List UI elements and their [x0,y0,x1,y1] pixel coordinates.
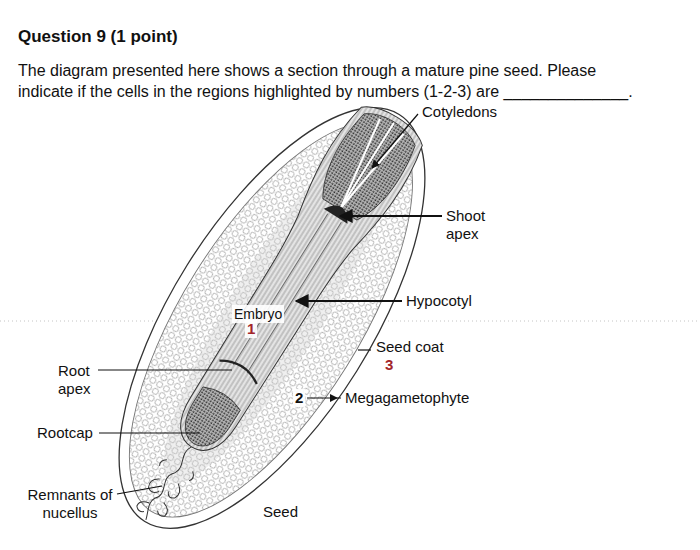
shoot-apex [324,199,354,223]
part-label: Shoot apex [446,207,494,243]
part-label: Cotyledons [422,103,497,121]
callout-number: 1 [245,320,257,338]
rootcap [175,383,243,456]
cotyledons-leader [372,114,418,168]
embryo-body [156,96,432,469]
rootcap-leader [99,432,200,433]
procambium [233,214,341,373]
part-label: Hypocotyl [406,292,472,310]
shoot-apex-leader [340,215,442,217]
question-text: The diagram presented here shows a secti… [18,60,638,102]
part-label: Rootcap [37,424,93,442]
part-label: Seed coat [376,338,444,356]
part-label: Root apex [58,362,104,398]
root-apex [219,355,260,384]
seed-coat-outline [60,61,484,550]
part-label: Megagametophyte [345,389,469,407]
megagametophyte-tissue [76,81,466,550]
part-label: Seed [263,503,298,521]
leader-lines [98,114,442,494]
callout-number: 2 [293,389,305,407]
pine-seed [60,61,484,550]
part-label: Embryo [232,305,284,323]
nucellus-remnants [131,437,207,529]
megagametophyte-arrowhead [330,394,338,402]
part-label: Remnants of nucellus [24,486,116,522]
root-apex-leader [98,369,232,370]
seed-coat-leader [358,349,371,350]
hypocotyl-leader [296,300,402,302]
cotyledon-gaps [329,116,406,216]
nucellus-leader [117,486,162,494]
callout-number: 3 [385,356,393,374]
cotyledons [311,104,423,227]
question-heading: Question 9 (1 point) [18,26,178,48]
